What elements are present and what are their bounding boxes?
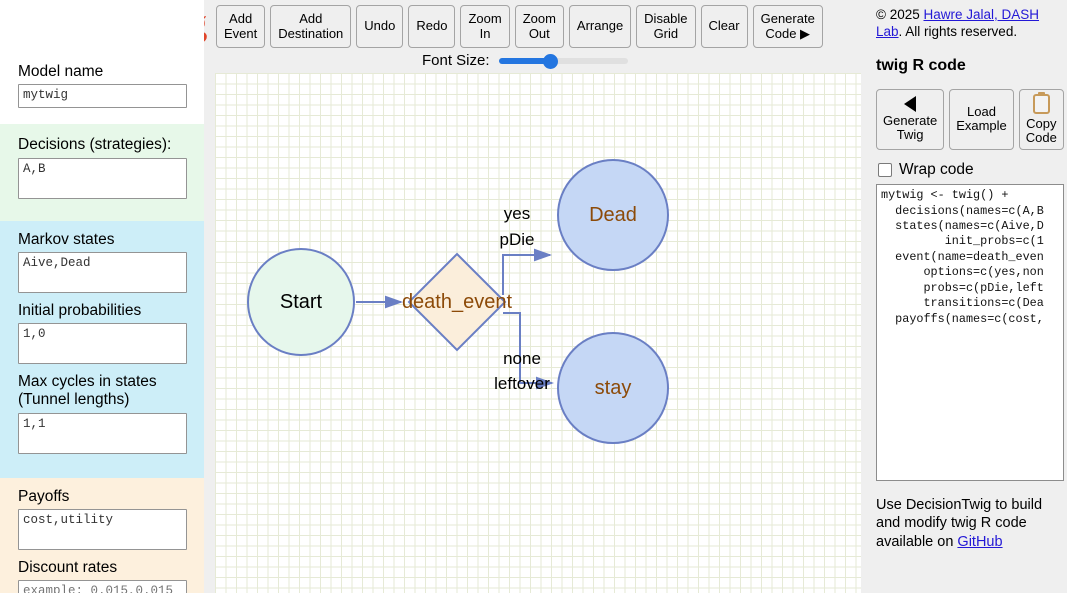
edge-label-option-none: none xyxy=(503,349,541,368)
edge-label-prob-leftover: leftover xyxy=(494,374,550,393)
toolbar-button-generate-code[interactable]: Generate Code ▶ xyxy=(752,5,823,48)
twig-r-code-heading: twig R code xyxy=(876,56,966,74)
right-panel: © 2025 Hawre Jalal, DASH Lab. All rights… xyxy=(866,0,1067,593)
node-start[interactable]: Start xyxy=(247,248,355,356)
toolbar-button-clear[interactable]: Clear xyxy=(700,5,748,48)
copyright-suffix: . All rights reserved. xyxy=(898,24,1018,40)
spacer xyxy=(18,550,192,559)
node-dead[interactable]: Dead xyxy=(557,159,669,271)
node-stay[interactable]: stay xyxy=(557,332,669,444)
button-load-example-label: Load Example xyxy=(956,104,1007,134)
button-load-example[interactable]: Load Example xyxy=(949,88,1014,151)
triangle-left-icon xyxy=(904,96,917,113)
node-stay-label: stay xyxy=(595,377,632,399)
slider-thumb[interactable] xyxy=(543,53,559,69)
toolbar-button-zoom-out[interactable]: Zoom Out xyxy=(514,5,564,48)
toolbar-button-redo[interactable]: Redo xyxy=(408,5,456,48)
wrap-code-label: Wrap code xyxy=(899,161,974,179)
edge-death-event-to-dead[interactable] xyxy=(502,248,552,295)
clipboard-icon xyxy=(1032,91,1050,114)
toolbar-button-zoom-in[interactable]: Zoom In xyxy=(460,5,510,48)
markov-states-input[interactable] xyxy=(18,251,187,293)
node-start-label: Start xyxy=(280,291,323,313)
copyright-notice: © 2025 Hawre Jalal, DASH Lab. All rights… xyxy=(876,6,1059,41)
payoffs-label: Payoffs xyxy=(18,487,70,505)
wrap-code-checkbox[interactable] xyxy=(878,163,892,178)
edge-label-prob-pdie: pDie xyxy=(500,230,535,249)
sidebar-top-spacer xyxy=(0,0,204,55)
discount-rates-label: Discount rates xyxy=(18,558,118,576)
diagram-svg: Start death_event Dead stay yes pDie non… xyxy=(247,159,669,444)
panel-footer: Use DecisionTwig to build and modify twi… xyxy=(876,496,1060,551)
toolbar-button-add-destination[interactable]: Add Destination xyxy=(270,5,352,48)
copyright-prefix: © 2025 xyxy=(876,7,924,22)
dash-lab-link[interactable]: Hawre Jalal, DASH Lab xyxy=(876,7,1040,40)
initial-probabilities-input[interactable] xyxy=(18,323,187,365)
toolbar-button-add-event[interactable]: Add Event xyxy=(216,5,266,48)
sidebar-section-model: Model name xyxy=(0,55,204,125)
max-cycles-input[interactable] xyxy=(18,412,187,454)
font-size-slider[interactable] xyxy=(498,53,628,69)
decisions-label: Decisions (strategies): xyxy=(18,136,172,154)
slider-fill xyxy=(498,57,551,64)
node-death-event[interactable]: death_event xyxy=(402,252,513,352)
slider-track xyxy=(498,57,628,64)
edge-label-yes-pdie: yes pDie xyxy=(500,204,535,249)
toolbar-button-arrange[interactable]: Arrange xyxy=(568,5,632,48)
sidebar-section-decisions: Decisions (strategies): xyxy=(0,124,204,221)
wrap-code-row[interactable]: Wrap code xyxy=(878,161,1059,179)
edge-label-option-yes: yes xyxy=(504,204,530,223)
toolbar-button-undo[interactable]: Undo xyxy=(356,5,404,48)
github-link[interactable]: GitHub xyxy=(957,533,1003,550)
spacer xyxy=(18,293,192,302)
discount-rates-input[interactable] xyxy=(18,580,187,593)
button-copy-code-label: Copy Code xyxy=(1025,115,1057,145)
diagram-canvas[interactable]: Start death_event Dead stay yes pDie non… xyxy=(215,73,861,593)
font-size-label: Font Size: xyxy=(422,52,490,69)
edge-label-none-leftover: none leftover xyxy=(494,349,550,393)
initial-probabilities-label: Initial probabilities xyxy=(18,301,142,319)
edge-death-event-to-stay[interactable] xyxy=(503,312,554,390)
left-sidebar: Model name Decisions (strategies): Marko… xyxy=(0,0,204,593)
node-death-event-label: death_event xyxy=(402,291,513,313)
model-name-label: Model name xyxy=(18,63,104,80)
sidebar-section-payoffs: Payoffs Discount rates xyxy=(0,477,204,593)
toolbar-button-disable-grid[interactable]: Disable Grid xyxy=(636,5,696,48)
button-copy-code[interactable]: Copy Code xyxy=(1018,88,1064,151)
decisions-input[interactable] xyxy=(18,157,187,199)
code-action-buttons: Generate Twig Load Example Copy Code xyxy=(876,88,1064,151)
payoffs-input[interactable] xyxy=(18,508,187,550)
button-generate-twig[interactable]: Generate Twig xyxy=(876,88,945,151)
node-dead-label: Dead xyxy=(589,204,637,226)
model-name-input[interactable] xyxy=(18,84,187,109)
button-generate-twig-label: Generate Twig xyxy=(883,113,938,143)
max-cycles-label: Max cycles in states (Tunnel lengths) xyxy=(18,373,157,409)
footer-text: Use DecisionTwig to build and modify twi… xyxy=(876,497,1043,550)
font-size-control: Font Size: xyxy=(422,52,628,69)
spacer xyxy=(18,364,192,373)
sidebar-section-markov: Markov states Initial probabilities Max … xyxy=(0,220,204,478)
markov-states-label: Markov states xyxy=(18,230,115,248)
generated-code-textarea[interactable]: mytwig <- twig() + decisions(names=c(A,B… xyxy=(876,184,1064,482)
